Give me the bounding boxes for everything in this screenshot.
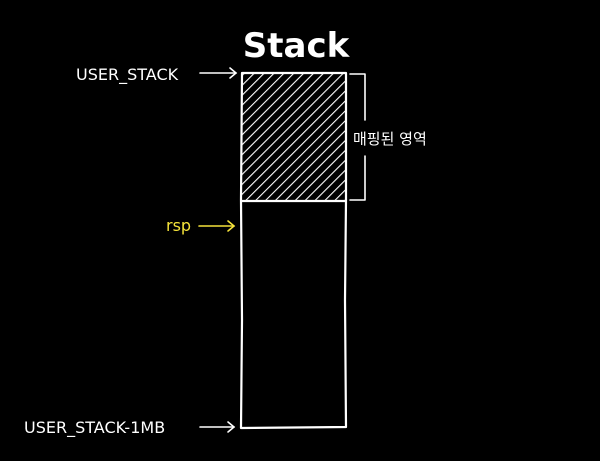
rsp-label: rsp <box>166 216 191 235</box>
mapped-region-fill <box>242 73 346 201</box>
diagram-title: Stack <box>243 26 351 66</box>
user-stack-label: USER_STACK <box>76 65 179 85</box>
user-stack-arrow-icon <box>199 67 238 79</box>
user-stack-1mb-arrow-icon <box>199 421 236 433</box>
mapped-region-bracket <box>349 73 366 201</box>
user-stack-1mb-label: USER_STACK-1MB <box>24 418 165 438</box>
rsp-arrow-icon <box>198 220 236 232</box>
stack-box <box>239 71 348 430</box>
mapped-region-label: 매핑된 영역 <box>353 130 427 148</box>
